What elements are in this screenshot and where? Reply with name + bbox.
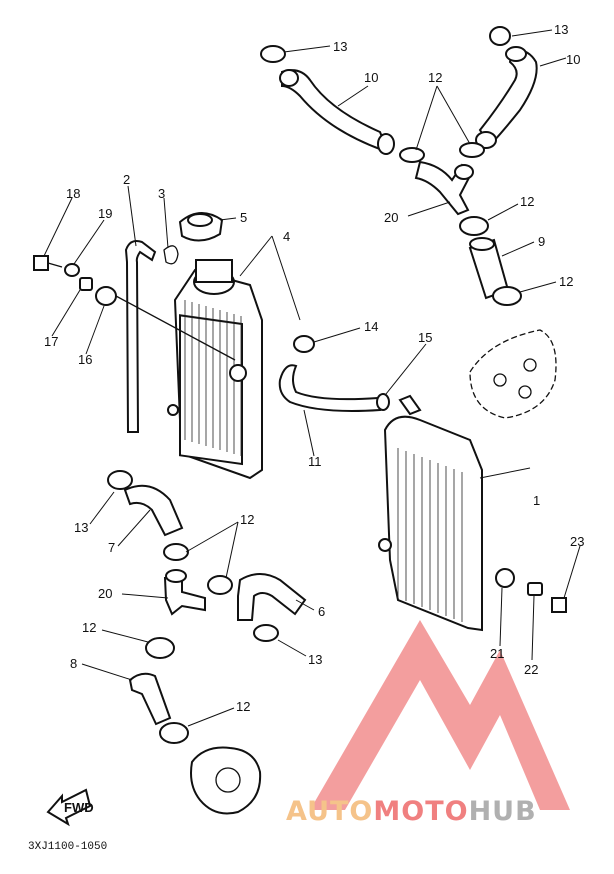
label-20-lower: 20 (98, 586, 112, 601)
part-number-labels: 1 2 3 4 5 6 7 8 9 10 10 11 12 12 12 12 1… (44, 22, 584, 714)
label-5: 5 (240, 210, 247, 225)
watermark-text: AUTOMOTOHUB (286, 796, 537, 827)
label-12-b: 12 (520, 194, 534, 209)
hose-6 (237, 573, 307, 621)
hose-9 (468, 237, 510, 300)
collar-22 (527, 582, 543, 596)
watermark-moto: MOTO (373, 796, 468, 827)
hose-8 (128, 672, 172, 726)
collar-17 (79, 277, 93, 291)
upper-hose-10-right (475, 46, 538, 149)
label-19: 19 (98, 206, 112, 221)
hose-7 (107, 470, 184, 537)
label-13-a: 13 (333, 39, 347, 54)
label-13-c: 13 (74, 520, 88, 535)
leader-lines (43, 29, 581, 727)
label-12-f: 12 (236, 699, 250, 714)
watermark-hub: HUB (469, 796, 537, 827)
clamps-lower (145, 543, 279, 744)
watermark-auto: AUTO (286, 796, 373, 827)
bolt-18 (33, 255, 63, 271)
label-12-e: 12 (82, 620, 96, 635)
radiator-cap (178, 212, 224, 242)
bolt-23 (551, 597, 567, 613)
grommet-16 (95, 286, 117, 306)
label-9: 9 (538, 234, 545, 249)
watermark-logo (310, 620, 570, 810)
label-1: 1 (533, 493, 540, 508)
label-6: 6 (318, 604, 325, 619)
label-12-c: 12 (559, 274, 573, 289)
label-22: 22 (524, 662, 538, 677)
water-pump-lower (190, 746, 262, 815)
label-10-right: 10 (566, 52, 580, 67)
label-12-d: 12 (240, 512, 254, 527)
label-21: 21 (490, 646, 504, 661)
label-12-a: 12 (428, 70, 442, 85)
hose-11 (278, 364, 390, 412)
label-3: 3 (158, 186, 165, 201)
pump-housing-right (469, 329, 557, 419)
label-20-upper: 20 (384, 210, 398, 225)
drawing-code: 3XJ1100-1050 (28, 841, 107, 853)
label-4: 4 (283, 229, 290, 244)
washer-19 (64, 263, 80, 277)
label-13-b: 13 (554, 22, 568, 37)
left-radiator (167, 259, 263, 480)
label-14: 14 (364, 319, 378, 334)
label-10-left: 10 (364, 70, 378, 85)
label-11: 11 (308, 454, 322, 469)
joint-pipe-20-upper (414, 160, 474, 216)
label-2: 2 (123, 172, 130, 187)
label-23: 23 (570, 534, 584, 549)
label-16: 16 (78, 352, 92, 367)
label-8: 8 (70, 656, 77, 671)
clamp-14 (293, 335, 315, 353)
overflow-pipe (124, 240, 157, 433)
right-radiator (378, 394, 483, 632)
hose-clip-3 (163, 245, 179, 265)
clamps-upper (260, 26, 522, 306)
joint-pipe-20-lower (163, 569, 206, 616)
fwd-label: FWD (64, 800, 94, 815)
label-18: 18 (66, 186, 80, 201)
fwd-arrow: FWD (46, 788, 94, 827)
label-7: 7 (108, 540, 115, 555)
label-17: 17 (44, 334, 58, 349)
grommet-21 (495, 568, 515, 588)
upper-hose-10-left (279, 69, 395, 155)
label-15: 15 (418, 330, 432, 345)
label-13-d: 13 (308, 652, 322, 667)
